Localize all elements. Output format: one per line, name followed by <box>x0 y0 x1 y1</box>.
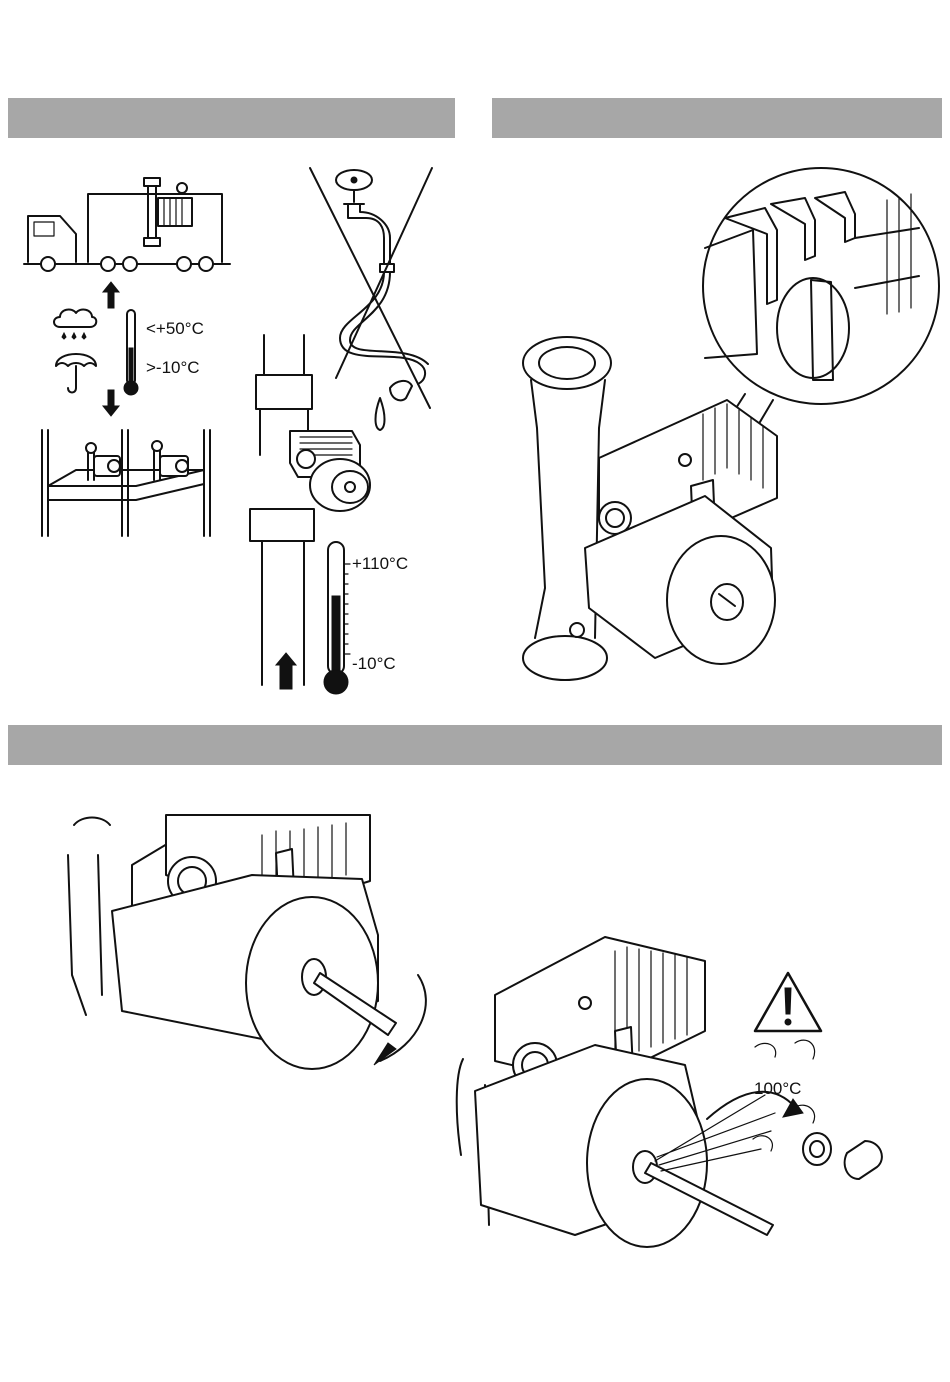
pump-terminal-box-illustration <box>515 168 925 698</box>
arrow-down-icon <box>101 390 121 416</box>
truck-icon <box>24 194 230 271</box>
pump-body <box>523 337 777 680</box>
venting-screwdriver-illustration <box>62 815 442 1085</box>
storage-min-temp-label: >-10°C <box>146 359 200 376</box>
thermometer-icon <box>122 308 140 400</box>
fluid-min-temp-label: -10°C <box>352 655 396 672</box>
section-bar-transport <box>8 98 455 138</box>
storage-shelf-illustration <box>36 430 216 540</box>
pump-in-truck <box>144 178 192 246</box>
warning-triangle-icon <box>752 970 824 1034</box>
section-bar-venting <box>8 725 942 765</box>
stored-pump-left <box>86 443 120 480</box>
hot-water-temp-label: 100°C <box>754 1080 801 1097</box>
fluid-thermometer-icon <box>318 540 354 696</box>
storage-max-temp-label: <+50°C <box>146 320 204 337</box>
stored-pump-right <box>152 441 188 480</box>
umbrella-icon <box>54 346 98 394</box>
fluid-max-temp-label: +110°C <box>352 555 408 572</box>
venting-open-plug-illustration <box>455 935 895 1250</box>
arrow-up-icon <box>101 282 121 308</box>
section-bar-connection <box>492 98 942 138</box>
rain-cloud-icon <box>52 307 98 343</box>
truck-transport-illustration <box>24 172 234 277</box>
